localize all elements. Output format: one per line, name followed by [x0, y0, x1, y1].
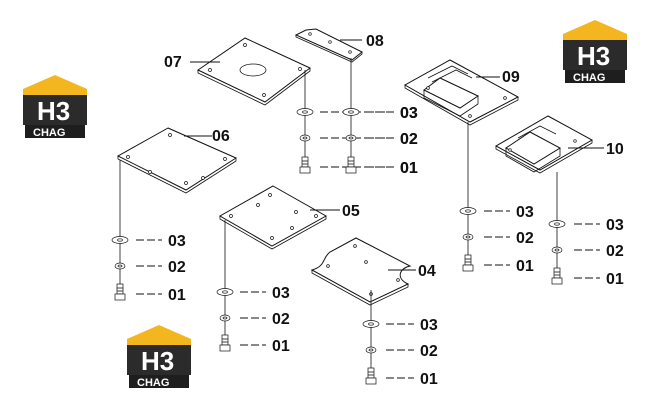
flat-washer — [296, 108, 314, 116]
svg-text:CHAG: CHAG — [33, 127, 65, 139]
callout-02: 02 — [400, 131, 418, 148]
svg-text:H3: H3 — [141, 346, 174, 376]
plate-05: 05 — [218, 185, 360, 250]
callout-02: 02 — [516, 230, 534, 247]
fastener-stack-plate-06: 03 02 01 — [111, 160, 186, 304]
plate-09: 09 — [403, 59, 520, 126]
fastener-stack-plate-04: 03 02 01 — [362, 290, 438, 388]
fastener-stack-plate-10: 03 02 01 — [548, 172, 624, 288]
svg-text:CHAG: CHAG — [573, 72, 605, 84]
hex-bolt — [114, 283, 126, 301]
hex-bolt — [345, 156, 357, 174]
brand-logo-bottom: H3 CHAG — [127, 325, 191, 389]
callout-05: 05 — [342, 203, 360, 220]
callout-01: 01 — [606, 271, 624, 288]
spring-washer — [219, 314, 231, 322]
callout-01: 01 — [420, 371, 438, 388]
brand-logo-left: H3 CHAG — [23, 75, 87, 139]
callout-02: 02 — [168, 259, 186, 276]
plate-08: 08 — [294, 28, 384, 63]
callout-03: 03 — [420, 317, 438, 334]
callout-03: 03 — [516, 204, 534, 221]
callout-01: 01 — [516, 258, 534, 275]
brand-logo-top-right: H3 CHAG — [563, 20, 627, 84]
callout-01: 01 — [400, 160, 418, 177]
hex-bolt — [219, 334, 231, 352]
flat-washer — [362, 320, 380, 328]
flat-washer — [216, 288, 234, 296]
callout-03: 03 — [400, 105, 418, 122]
hex-bolt — [365, 367, 377, 385]
callout-02: 02 — [606, 243, 624, 260]
callout-03: 03 — [168, 233, 186, 250]
flat-washer — [111, 236, 129, 244]
svg-text:H3: H3 — [37, 96, 70, 126]
fastener-stack-plate-08: 03 02 01 — [342, 58, 418, 177]
callout-02: 02 — [400, 131, 418, 148]
flat-washer — [342, 108, 360, 116]
spring-washer — [299, 134, 311, 142]
spring-washer — [551, 246, 563, 254]
spring-washer — [462, 233, 474, 241]
spring-washer — [114, 262, 126, 270]
callout-02: 02 — [272, 311, 290, 328]
hex-bolt — [551, 267, 563, 285]
callout-10: 10 — [606, 141, 624, 158]
fastener-stack-plate-05: 03 02 01 — [216, 220, 290, 355]
flat-washer — [459, 207, 477, 215]
spring-washer — [345, 134, 357, 142]
callout-04: 04 — [418, 263, 436, 280]
callout-08: 08 — [366, 33, 384, 50]
callout-03: 03 — [272, 285, 290, 302]
hex-bolt — [299, 156, 311, 174]
callout-03: 03 — [606, 217, 624, 234]
callout-02: 02 — [420, 343, 438, 360]
svg-text:H3: H3 — [577, 41, 610, 71]
flat-washer — [548, 220, 566, 228]
fastener-stack-plate-09: 03 02 01 — [459, 122, 534, 275]
callout-01: 01 — [168, 287, 186, 304]
svg-text:CHAG: CHAG — [137, 377, 169, 389]
callout-01: 01 — [272, 338, 290, 355]
hex-bolt — [462, 254, 474, 272]
callout-07: 07 — [164, 54, 182, 71]
callout-01: 01 — [400, 160, 418, 177]
plate-10: 10 — [494, 115, 624, 174]
callout-09: 09 — [502, 69, 520, 86]
callout-03: 03 — [400, 105, 418, 122]
plate-06: 06 — [116, 127, 238, 194]
plate-04: 04 — [310, 237, 436, 306]
callout-06: 06 — [212, 128, 230, 145]
plate-07: 07 — [164, 37, 311, 106]
spring-washer — [365, 346, 377, 354]
